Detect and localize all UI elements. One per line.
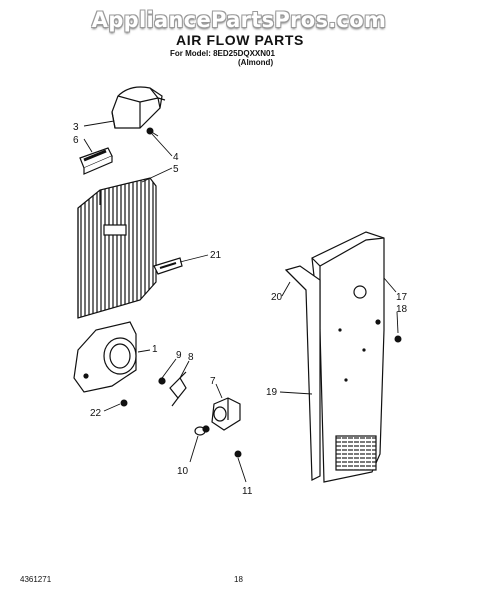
part-screw-18 bbox=[394, 335, 402, 343]
part-fan-blade bbox=[158, 371, 187, 407]
part-air-duct bbox=[111, 86, 166, 129]
callout-label: 9 bbox=[176, 350, 182, 361]
callout-label: 22 bbox=[90, 408, 102, 419]
callout-label: 20 bbox=[271, 292, 283, 303]
page-number: 18 bbox=[234, 575, 243, 584]
part-screw-11 bbox=[234, 450, 242, 458]
model-color: (Almond) bbox=[238, 58, 274, 67]
part-screw-4 bbox=[146, 127, 159, 137]
callout-label: 10 bbox=[177, 466, 189, 477]
part-screw-22 bbox=[120, 399, 128, 407]
callout-label: 17 bbox=[396, 292, 408, 303]
part-fan-motor bbox=[211, 397, 241, 431]
callout-label: 6 bbox=[73, 135, 79, 146]
part-strip-20 bbox=[284, 265, 321, 481]
diagram-title: AIR FLOW PARTS bbox=[176, 32, 304, 48]
part-rear-panel bbox=[311, 231, 385, 483]
callout-label: 4 bbox=[173, 152, 179, 163]
model-number: For Model: 8ED25DQXXN01 bbox=[170, 49, 275, 58]
part-grommet bbox=[194, 425, 210, 436]
part-fan-shroud bbox=[73, 321, 137, 393]
callout-label: 11 bbox=[242, 486, 253, 497]
callout-label: 1 bbox=[152, 344, 158, 355]
watermark-logo: AppliancePartsPros.com bbox=[91, 8, 387, 32]
callout-label: 3 bbox=[73, 122, 79, 133]
callout-label: 18 bbox=[396, 304, 408, 315]
callout-label: 5 bbox=[173, 164, 179, 175]
callout-label: 19 bbox=[266, 387, 278, 398]
callout-label: 7 bbox=[210, 376, 216, 387]
callout-label: 8 bbox=[188, 352, 194, 363]
part-evaporator-cover bbox=[77, 177, 157, 319]
doc-number: 4361271 bbox=[20, 575, 52, 584]
part-bracket-21 bbox=[153, 257, 183, 275]
callout-label: 21 bbox=[210, 250, 222, 261]
leader-lines bbox=[83, 120, 399, 483]
part-damper bbox=[79, 147, 113, 175]
